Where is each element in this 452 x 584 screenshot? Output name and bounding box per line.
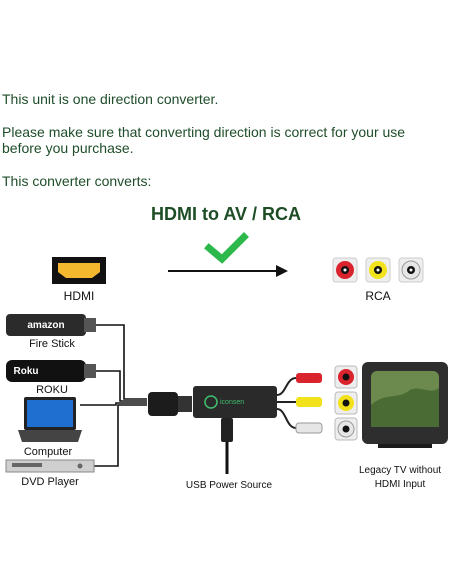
legacy-tv [362, 362, 448, 448]
intro-line-3: This converter converts: [2, 173, 152, 189]
fire-stick-label: Fire Stick [29, 338, 75, 350]
direction-arrow [168, 265, 288, 277]
computer-label: Computer [23, 446, 73, 458]
intro-line-1: This unit is one direction converter. [2, 91, 219, 107]
laptop-device [18, 397, 82, 442]
tv-label-line-2: HDMI Input [374, 479, 426, 490]
converter-box [193, 386, 277, 418]
roku-logo-text: Roku [13, 366, 39, 377]
yellow-plug [296, 397, 322, 407]
usb-power-label: USB Power Source [185, 480, 273, 491]
hdmi-port-icon [52, 257, 106, 284]
dvd-player-device [5, 459, 95, 473]
rca-label: RCA [365, 289, 391, 303]
white-plug [295, 422, 323, 434]
intro-line-2b: before you purchase. [2, 140, 134, 156]
output-jacks [334, 365, 358, 441]
hdmi-adapter [148, 392, 192, 416]
red-plug [296, 373, 322, 383]
usb-cable [221, 418, 233, 474]
amazon-logo-text: amazon [27, 320, 65, 331]
tv-label-line-1: Legacy TV without [358, 465, 442, 476]
hdmi-label: HDMI [63, 289, 95, 303]
fire-stick-device [6, 314, 96, 336]
rca-jacks-icon [332, 257, 424, 283]
converter-brand-text: iconsen [220, 399, 245, 406]
roku-device [6, 360, 96, 382]
source-cables [80, 324, 147, 467]
rca-output-cables [276, 377, 297, 429]
dvd-player-label: DVD Player [21, 476, 79, 488]
conversion-heading: HDMI to AV / RCA [151, 204, 301, 224]
roku-label: ROKU [36, 384, 68, 396]
checkmark-icon [204, 232, 249, 264]
intro-line-2a: Please make sure that converting directi… [2, 124, 406, 140]
